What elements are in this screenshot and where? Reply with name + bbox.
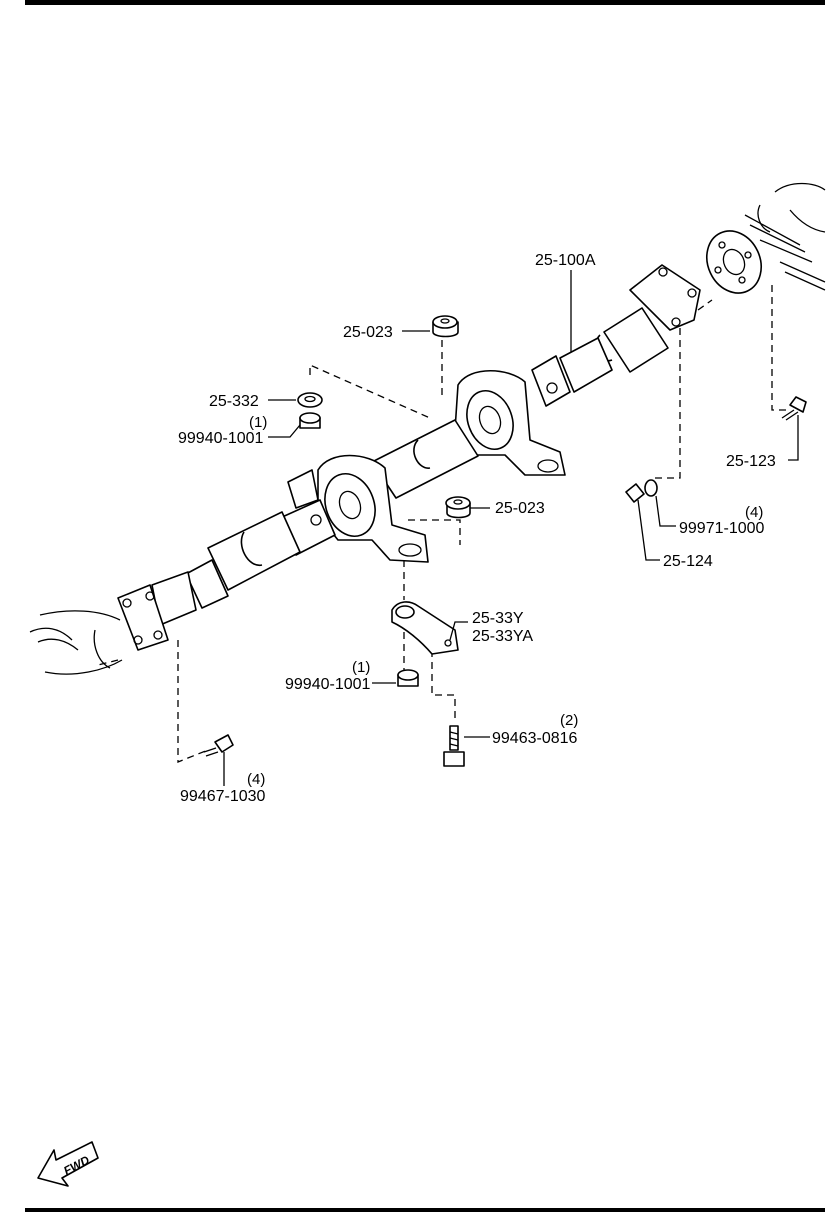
leader-lines [223,270,799,786]
label-99467-1030: 99467-1030 [180,788,266,805]
bolt-left [203,734,234,757]
label-25-124: 25-124 [663,553,713,570]
cushion-top [432,315,459,338]
nut-lower [397,669,419,687]
differential-housing [29,610,123,675]
label-99940-1001-upper: 99940-1001 [178,430,264,447]
label-qty-washer-right: (4) [745,504,763,521]
bracket [391,601,459,655]
top-rule [25,0,825,5]
label-25-023-mid: 25-023 [495,500,545,517]
washer-upper [297,392,323,408]
part-labels: 25-100A 25-023 25-023 25-332 (1) 99940-1… [178,252,776,805]
label-25-023-top: 25-023 [343,324,393,341]
fwd-arrow-icon: FWD [37,1141,99,1187]
assembly-lines [97,285,790,763]
nut-upper [299,412,321,429]
propeller-shaft [117,264,701,651]
label-99463-0816: 99463-0816 [492,730,578,747]
bolt-right [781,396,807,421]
nut-right [625,483,645,503]
bolt-bracket [443,725,465,767]
label-25-123: 25-123 [726,453,776,470]
label-qty-bolt-left: (4) [247,771,265,788]
label-qty-nut-lower: (1) [352,659,370,676]
label-qty-bolt-bracket: (2) [560,712,578,729]
transmission-housing [706,182,826,294]
label-25-33ya: 25-33YA [472,628,533,645]
cushion-mid [445,496,471,519]
label-qty-nut-upper: (1) [249,414,267,431]
label-25-332: 25-332 [209,393,259,410]
label-25-33y: 25-33Y [472,610,524,627]
washer-right [644,479,658,497]
label-25-100a: 25-100A [535,252,596,269]
bottom-rule [25,1208,825,1212]
label-99971-1000: 99971-1000 [679,520,765,537]
label-99940-1001-lower: 99940-1001 [285,676,371,693]
